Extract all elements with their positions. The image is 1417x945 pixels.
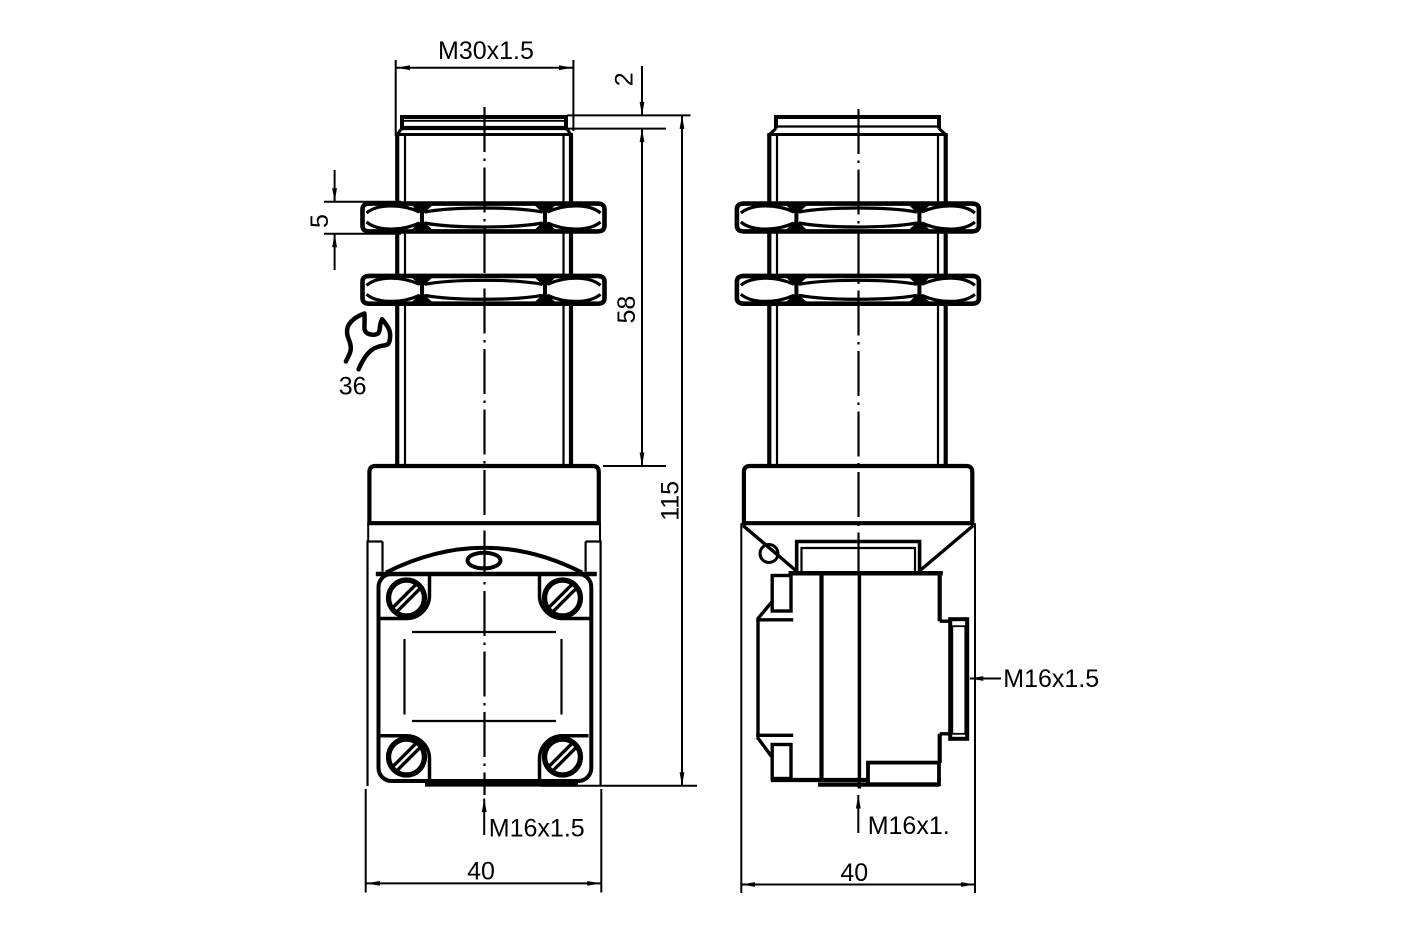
svg-text:2: 2 xyxy=(611,72,639,86)
svg-text:40: 40 xyxy=(840,859,868,887)
svg-text:36: 36 xyxy=(339,373,367,401)
svg-text:M16x1.5: M16x1.5 xyxy=(1003,665,1099,693)
svg-text:5: 5 xyxy=(306,214,334,228)
svg-text:115: 115 xyxy=(657,481,685,521)
svg-text:40: 40 xyxy=(467,857,495,885)
svg-text:M16x1.: M16x1. xyxy=(868,812,950,840)
svg-text:58: 58 xyxy=(613,296,641,324)
svg-text:M30x1.5: M30x1.5 xyxy=(438,37,534,65)
svg-text:M16x1.5: M16x1.5 xyxy=(489,815,585,843)
